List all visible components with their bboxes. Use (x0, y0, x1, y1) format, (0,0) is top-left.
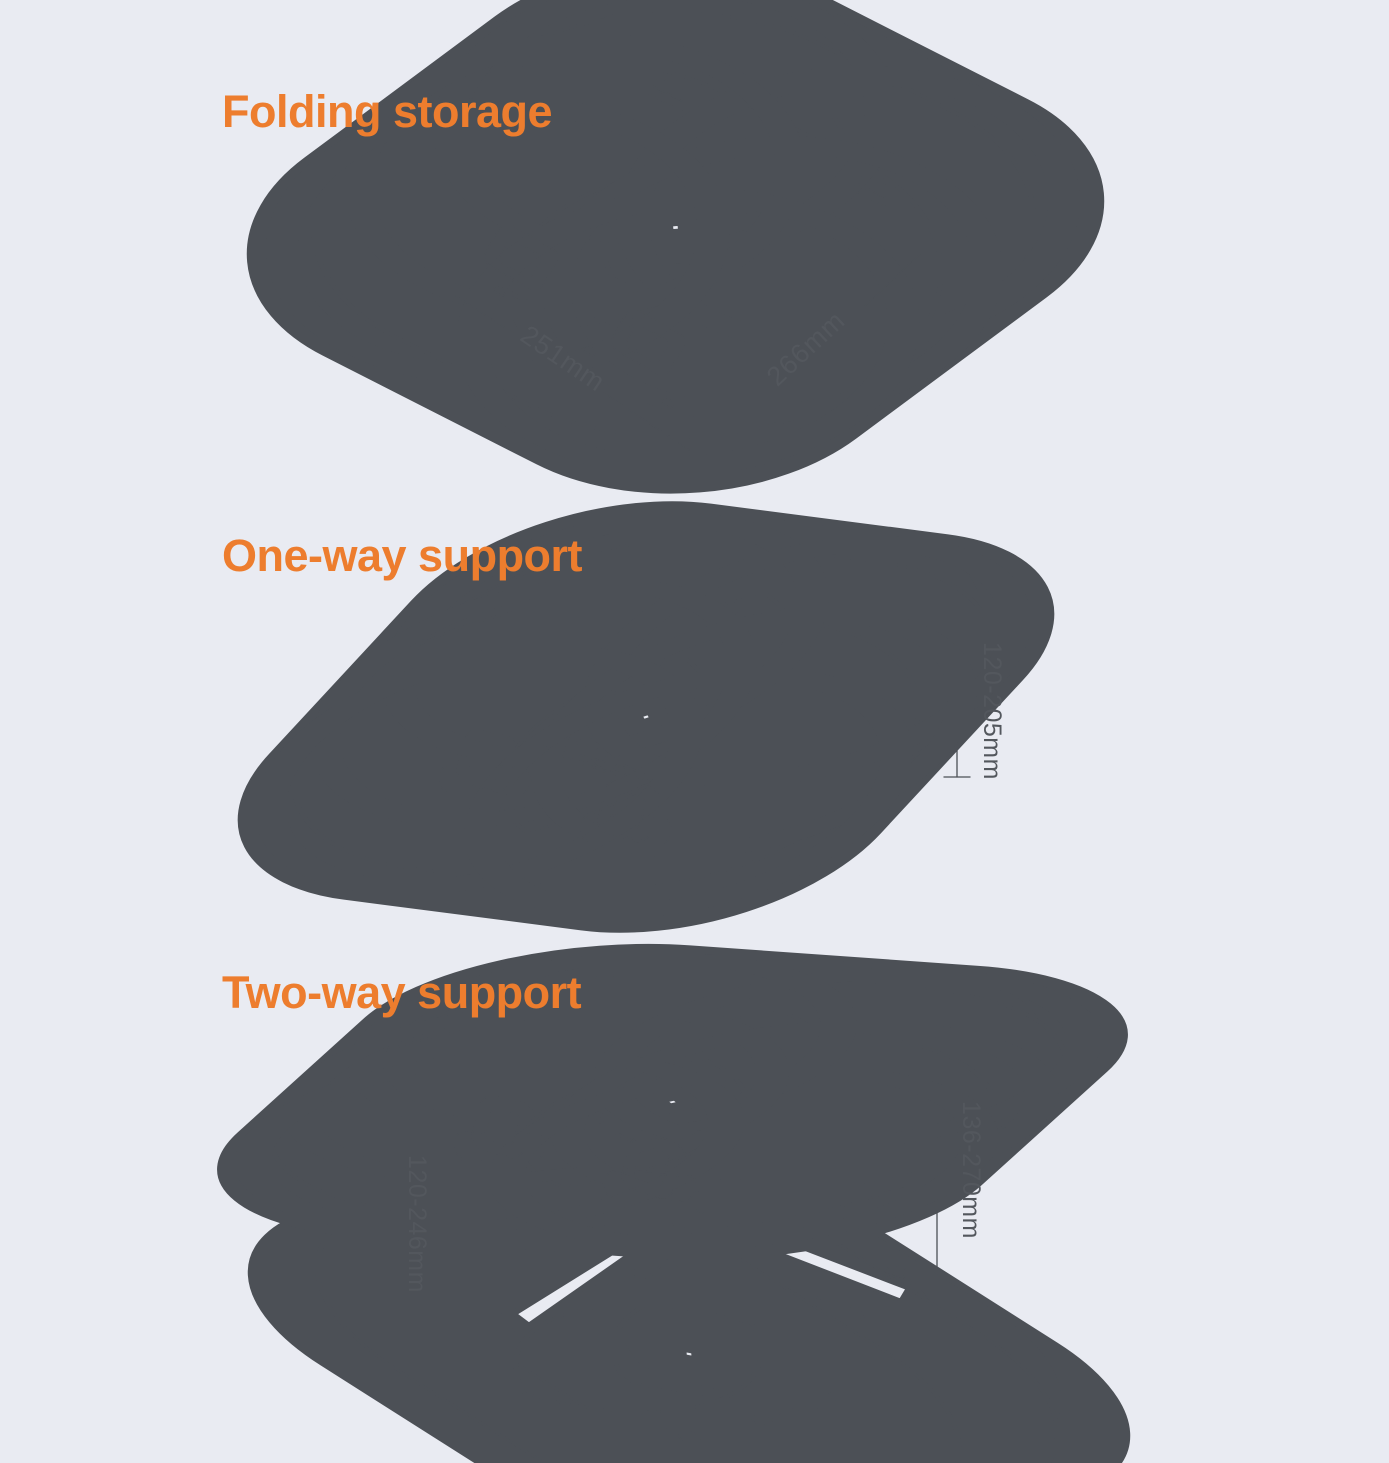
raised-plate (450, 1030, 895, 1174)
folding-storage-diagram: 251mm 266mm (455, 75, 927, 470)
dimension-upper-height: 136-270mm (922, 1048, 985, 1292)
one-way-support-diagram: 120-205mm (432, 618, 1006, 874)
leader-line (555, 140, 602, 160)
base-plate (465, 1248, 913, 1463)
dimension-upper-height-label: 136-270mm (957, 1101, 985, 1239)
hinge-right (853, 174, 890, 207)
section-title-one-way-support: One-way support (222, 530, 583, 581)
section-title-folding-storage: Folding storage (222, 86, 553, 137)
front-crossbar (532, 741, 653, 782)
dimension-height-label: 120-205mm (978, 642, 1006, 780)
edge-nubs (492, 284, 675, 409)
two-way-support-diagram: 120-246mm 136-270mm (403, 1030, 985, 1463)
dimension-height: 120-205mm (943, 642, 1006, 780)
dimension-lower-height: 120-246mm (403, 1129, 453, 1319)
dimension-lower-height-label: 120-246mm (403, 1155, 431, 1293)
plate-front-thickness (450, 1158, 752, 1182)
hinge-top (647, 77, 688, 111)
center-hinge (662, 1198, 707, 1237)
section-title-two-way-support: Two-way support (222, 967, 582, 1018)
